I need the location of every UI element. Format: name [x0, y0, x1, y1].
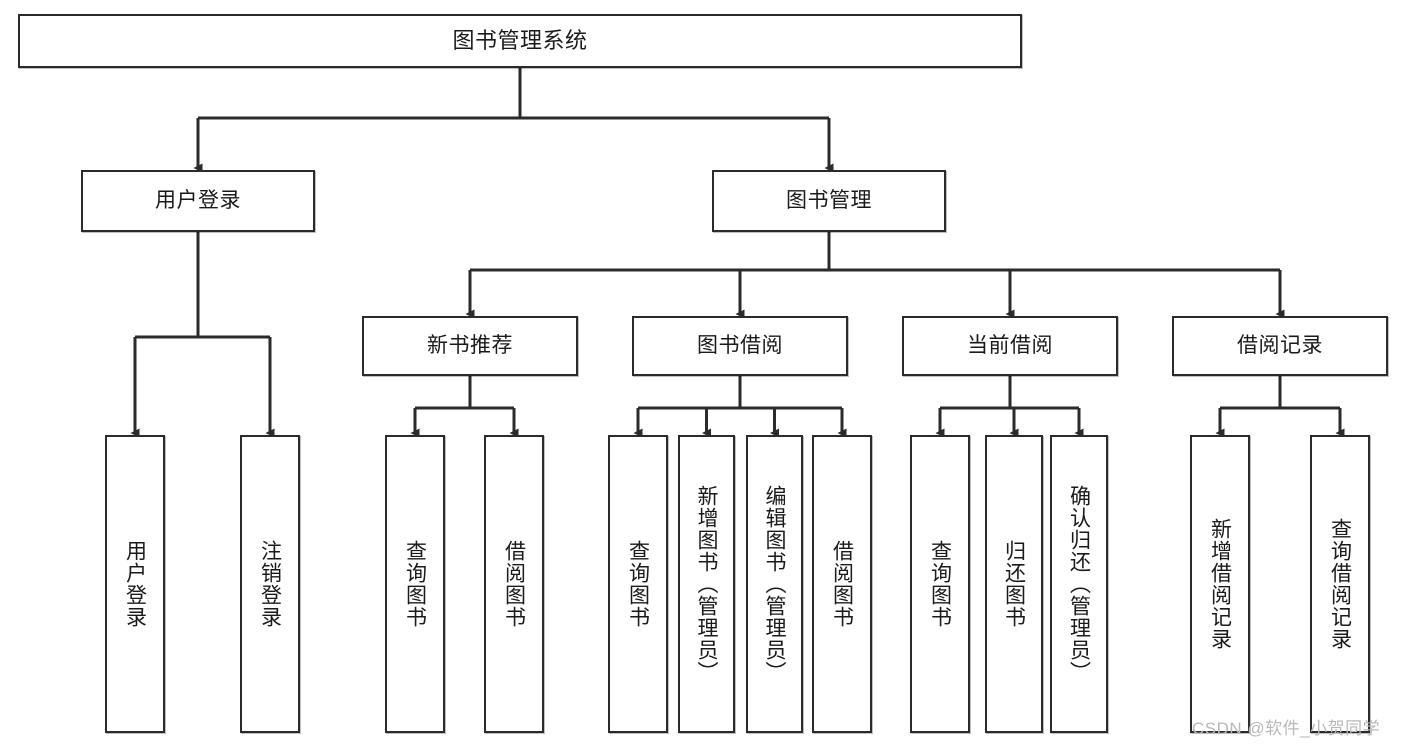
node-l4-d1[interactable]: 查询图书: [910, 435, 970, 733]
csdn-watermark: CSDN @软件_小贺同学: [1192, 719, 1381, 738]
node-l2-login[interactable]: 用户登录: [81, 170, 315, 232]
node-label: 用户登录: [155, 188, 241, 212]
node-l4-b1[interactable]: 查询图书: [385, 435, 445, 733]
node-l4-e1[interactable]: 新增借阅记录: [1190, 435, 1250, 733]
node-l4-d2[interactable]: 归还图书: [985, 435, 1043, 733]
node-l3-newbook[interactable]: 新书推荐: [362, 316, 578, 376]
node-l4-c3[interactable]: 编辑图书（管理员）: [746, 435, 803, 733]
node-l4-c4[interactable]: 借阅图书: [812, 435, 872, 733]
node-l4-a1[interactable]: 用户登录: [105, 435, 165, 733]
node-root[interactable]: 图书管理系统: [18, 14, 1022, 68]
node-label: 用户登录: [123, 540, 147, 628]
node-label: 编辑图书（管理员）: [763, 485, 787, 683]
node-l2-book[interactable]: 图书管理: [712, 170, 946, 232]
node-label: 归还图书: [1002, 540, 1026, 628]
node-l4-d3[interactable]: 确认归还（管理员）: [1050, 435, 1108, 733]
node-label: 新增借阅记录: [1208, 518, 1232, 650]
node-label: 图书借阅: [697, 333, 783, 357]
node-l3-record[interactable]: 借阅记录: [1172, 316, 1388, 376]
node-label: 借阅记录: [1237, 333, 1323, 357]
node-label: 借阅图书: [502, 540, 526, 628]
node-label: 图书管理系统: [452, 28, 588, 54]
node-l3-borrow[interactable]: 图书借阅: [632, 316, 848, 376]
node-label: 新增图书（管理员）: [695, 485, 719, 683]
node-l4-b2[interactable]: 借阅图书: [484, 435, 544, 733]
node-l3-current[interactable]: 当前借阅: [902, 316, 1118, 376]
node-label: 确认归还（管理员）: [1067, 485, 1091, 683]
node-l4-c2[interactable]: 新增图书（管理员）: [678, 435, 735, 733]
node-label: 图书管理: [786, 188, 872, 212]
node-label: 查询图书: [626, 540, 650, 628]
node-l4-a2[interactable]: 注销登录: [240, 435, 300, 733]
node-l4-e2[interactable]: 查询借阅记录: [1310, 435, 1370, 733]
node-label: 查询图书: [928, 540, 952, 628]
node-label: 注销登录: [258, 540, 282, 628]
node-label: 当前借阅: [967, 333, 1053, 357]
node-label: 查询借阅记录: [1328, 518, 1352, 650]
node-l4-c1[interactable]: 查询图书: [608, 435, 668, 733]
node-label: 查询图书: [403, 540, 427, 628]
node-label: 借阅图书: [830, 540, 854, 628]
node-label: 新书推荐: [427, 333, 513, 357]
edges-group: [130, 68, 1345, 438]
